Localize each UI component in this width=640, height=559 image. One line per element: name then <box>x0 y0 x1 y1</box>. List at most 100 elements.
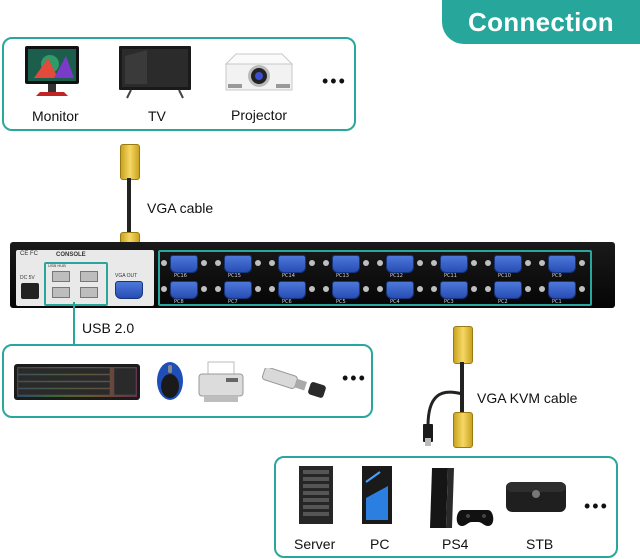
dc-label: DC 5V <box>20 275 35 281</box>
vga-input-port <box>494 281 522 299</box>
port-screw <box>539 286 545 292</box>
dc-jack <box>21 283 39 299</box>
usb-port-group <box>44 262 108 306</box>
vga-input-port <box>332 281 360 299</box>
port-screw <box>215 260 221 266</box>
port-label: PC15 <box>228 273 241 279</box>
pc-tower-icon <box>358 464 396 526</box>
kvm-plug-top <box>453 326 473 364</box>
vga-input-port <box>494 255 522 273</box>
port-label: PC13 <box>336 273 349 279</box>
port-screw <box>269 286 275 292</box>
projector-label: Projector <box>231 107 288 123</box>
port-screw <box>377 260 383 266</box>
port-label: PC7 <box>228 299 238 305</box>
monitor-icon <box>24 44 80 100</box>
vga-input-port <box>332 255 360 273</box>
port-label: PC12 <box>390 273 403 279</box>
vga-input-port <box>224 281 252 299</box>
port-screw <box>309 260 315 266</box>
usb-hub-mark: USB HUB <box>48 263 66 268</box>
certification-marks: CE FC <box>20 251 38 257</box>
usb-port <box>80 287 98 298</box>
kvm-cable-label: VGA KVM cable <box>477 390 578 406</box>
vga-input-port <box>170 281 198 299</box>
port-label: PC8 <box>174 299 184 305</box>
vga-input-port <box>170 255 198 273</box>
vga-input-port <box>548 255 576 273</box>
pc-label: PC <box>370 536 390 552</box>
port-screw <box>485 260 491 266</box>
vga-cable-line <box>127 178 131 236</box>
port-screw <box>363 286 369 292</box>
port-screw <box>161 286 167 292</box>
vga-input-port <box>224 255 252 273</box>
port-screw <box>255 286 261 292</box>
keyboard-icon <box>14 364 140 400</box>
vga-input-port <box>278 281 306 299</box>
printer-icon <box>196 360 246 404</box>
kvm-usb-branch <box>420 386 464 446</box>
port-screw <box>201 260 207 266</box>
port-screw <box>417 260 423 266</box>
more-displays: ••• <box>322 71 347 91</box>
port-label: PC2 <box>498 299 508 305</box>
server-label: Server <box>294 536 336 552</box>
port-label: PC5 <box>336 299 346 305</box>
port-screw <box>525 260 531 266</box>
port-screw <box>539 260 545 266</box>
port-screw <box>431 260 437 266</box>
stb-icon <box>503 476 569 516</box>
port-screw <box>431 286 437 292</box>
port-screw <box>363 260 369 266</box>
port-screw <box>417 286 423 292</box>
vga-input-port <box>548 281 576 299</box>
port-screw <box>485 286 491 292</box>
kvm-cable-line <box>460 362 464 414</box>
projector-icon <box>222 50 296 98</box>
vga-input-port <box>386 255 414 273</box>
vga-plug-top <box>120 144 140 180</box>
port-screw <box>323 286 329 292</box>
port-label: PC4 <box>390 299 400 305</box>
ps4-label: PS4 <box>442 536 469 552</box>
port-label: PC16 <box>174 273 187 279</box>
port-label: PC10 <box>498 273 511 279</box>
usb-label: USB 2.0 <box>82 320 135 336</box>
mouse-icon <box>155 360 185 402</box>
kvm-plug-bottom <box>453 412 473 448</box>
port-label: PC3 <box>444 299 454 305</box>
usb-cable-line <box>73 302 75 344</box>
stb-label: STB <box>526 536 554 552</box>
port-label: PC9 <box>552 273 562 279</box>
port-screw <box>579 260 585 266</box>
vga-input-port <box>440 255 468 273</box>
server-icon <box>297 464 335 526</box>
port-screw <box>309 286 315 292</box>
vga-out-label: VGA OUT <box>115 273 138 279</box>
port-screw <box>215 286 221 292</box>
usb-port <box>52 287 70 298</box>
port-screw <box>471 260 477 266</box>
pc-port-group <box>158 250 592 306</box>
vga-input-port <box>386 281 414 299</box>
port-screw <box>579 286 585 292</box>
more-sources: ••• <box>584 496 609 516</box>
tv-label: TV <box>148 108 166 124</box>
vga-input-port <box>440 281 468 299</box>
usb-port <box>80 271 98 282</box>
port-label: PC1 <box>552 299 562 305</box>
port-screw <box>269 260 275 266</box>
port-label: PC11 <box>444 273 457 279</box>
usb-drive-icon <box>258 366 330 398</box>
port-screw <box>161 260 167 266</box>
port-screw <box>525 286 531 292</box>
monitor-label: Monitor <box>32 108 79 124</box>
port-label: PC6 <box>282 299 292 305</box>
port-screw <box>471 286 477 292</box>
port-label: PC14 <box>282 273 295 279</box>
console-label: CONSOLE <box>56 252 86 258</box>
port-screw <box>323 260 329 266</box>
usb-port <box>52 271 70 282</box>
vga-input-port <box>278 255 306 273</box>
